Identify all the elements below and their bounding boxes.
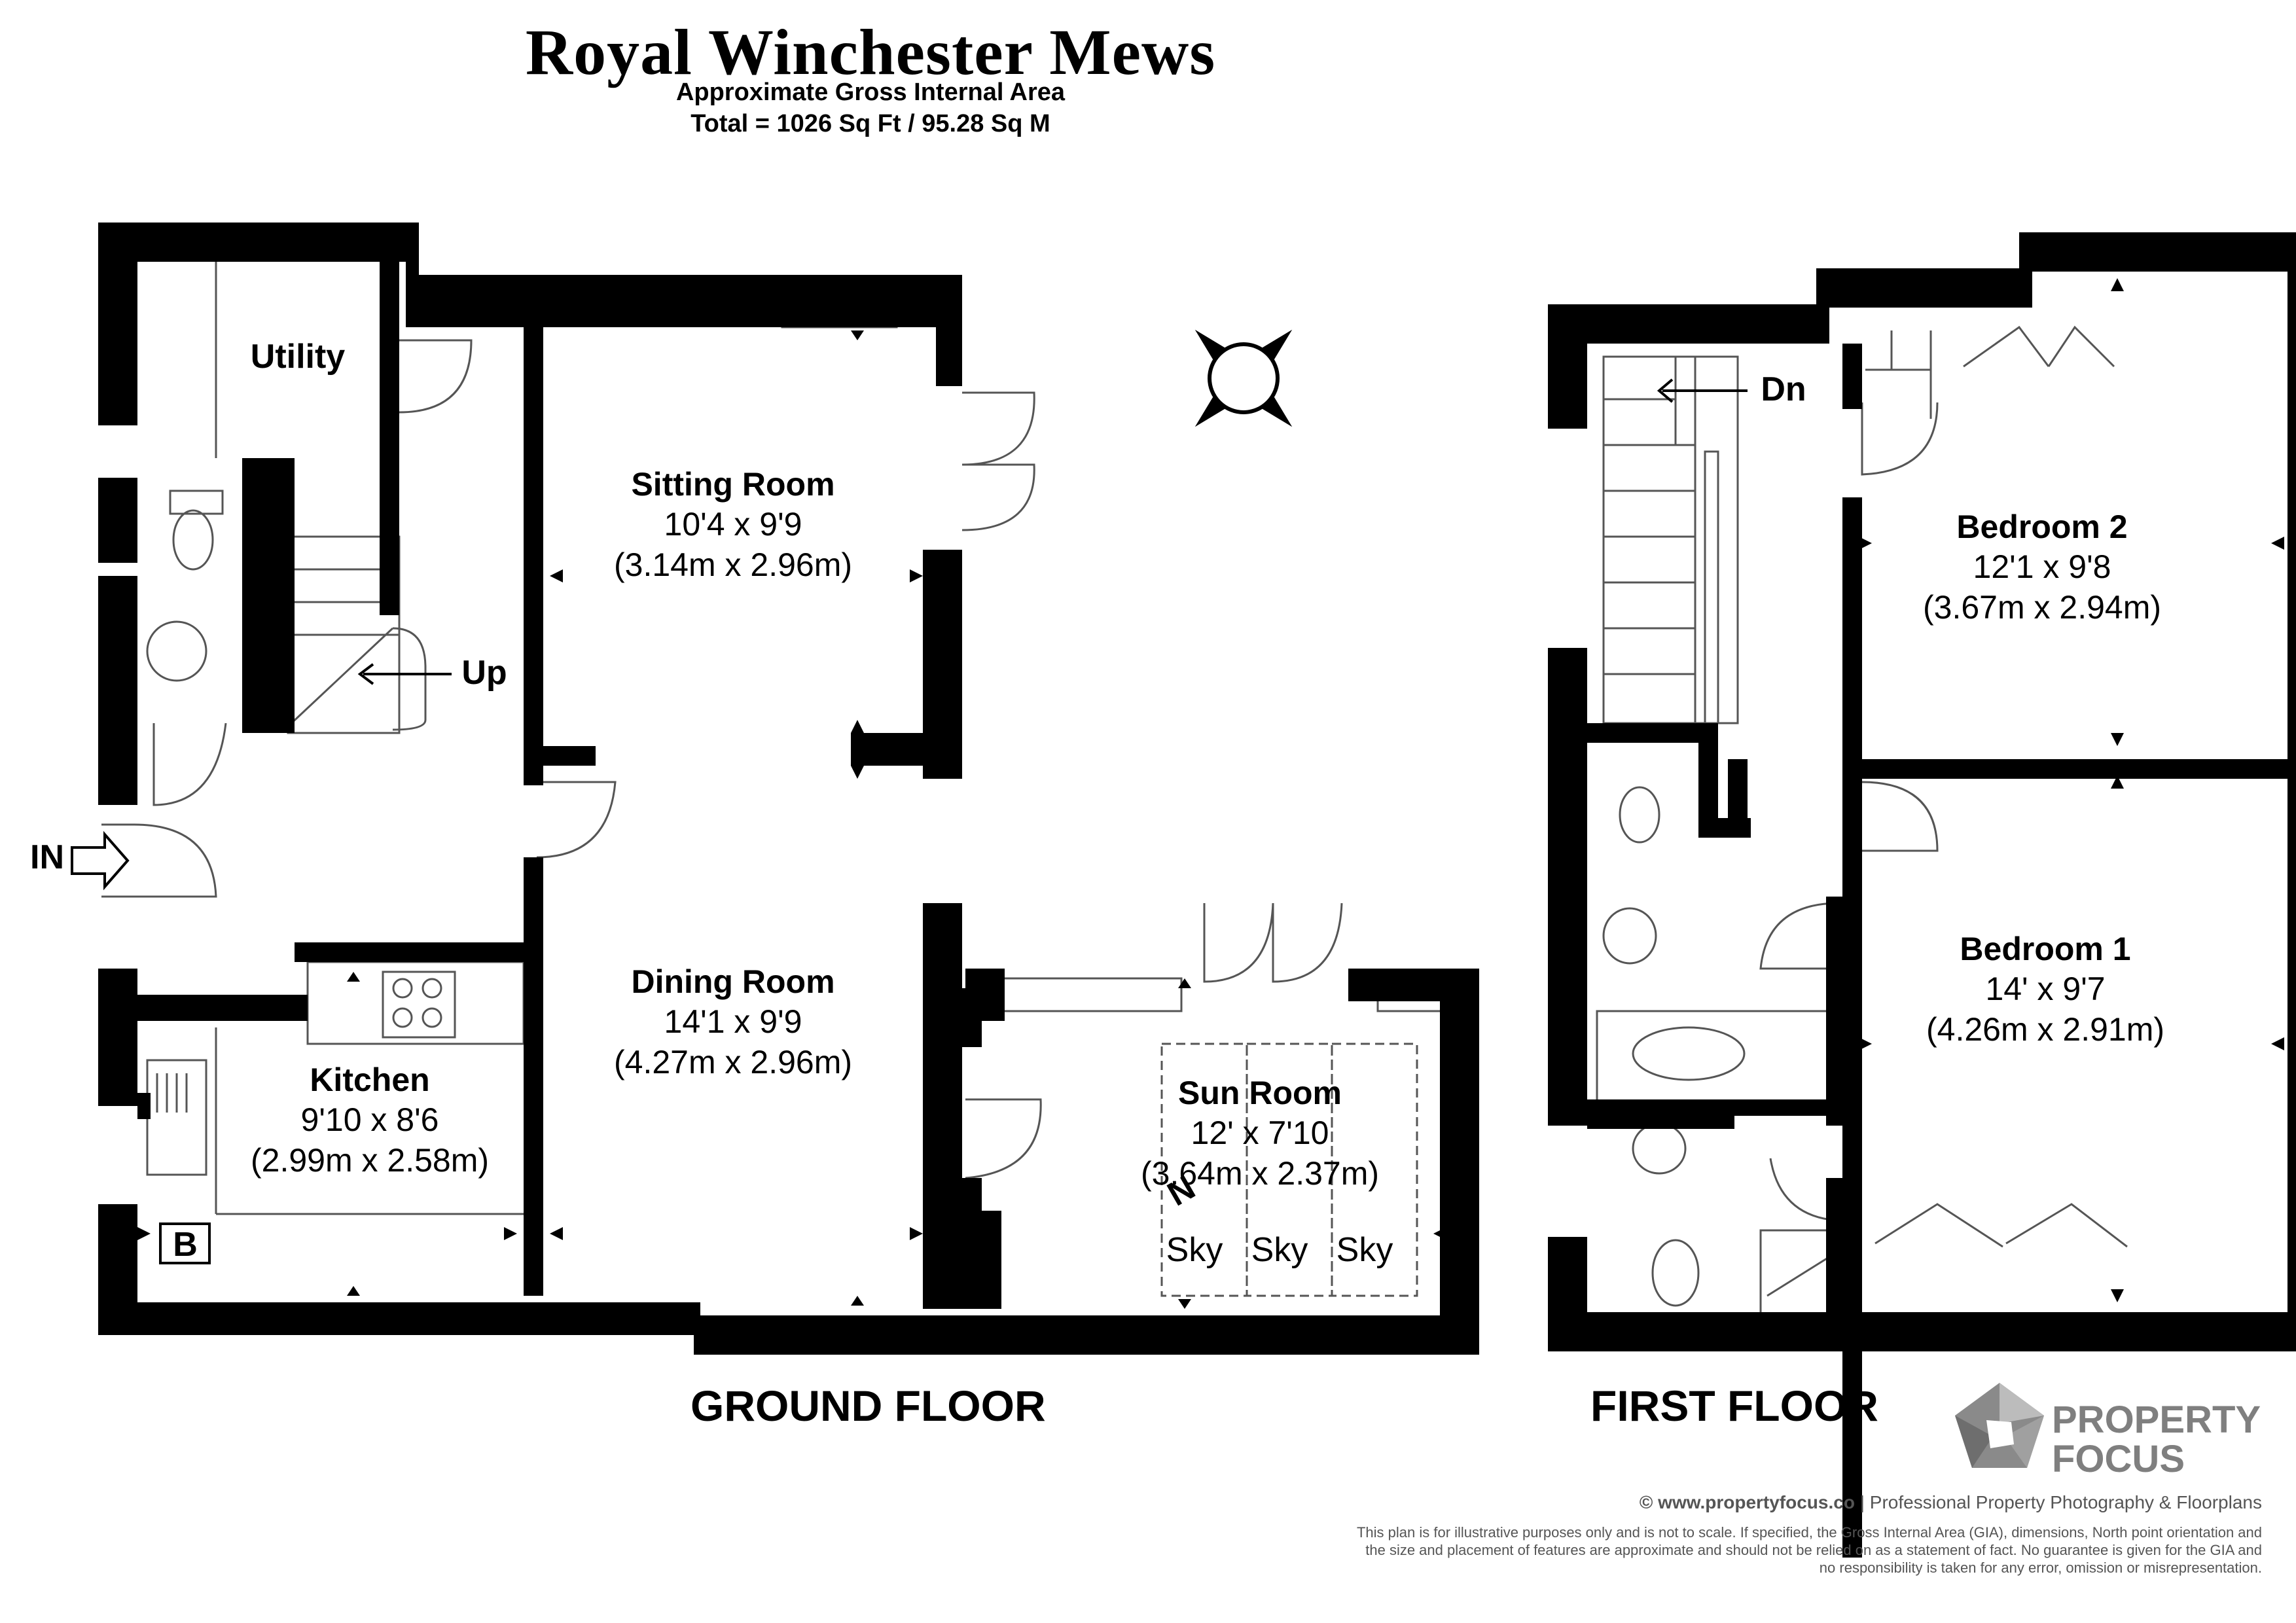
room-dim-imperial: 10'4 x 9'9 bbox=[664, 506, 802, 543]
room-dim-imperial: 12' x 7'10 bbox=[1191, 1115, 1329, 1151]
room-dim-imperial: 12'1 x 9'8 bbox=[1973, 548, 2111, 585]
footer-credit: © www.propertyfocus.co | Professional Pr… bbox=[1640, 1492, 2262, 1513]
room-name: Bedroom 1 bbox=[1960, 931, 2131, 967]
total-area: Total = 1026 Sq Ft / 95.28 Sq M bbox=[691, 110, 1050, 137]
brand-logo-icon bbox=[1955, 1383, 2044, 1468]
room-dim-imperial: 9'10 x 8'6 bbox=[300, 1101, 439, 1138]
room-bedroom1: Bedroom 1 14' x 9'7 (4.26m x 2.91m) bbox=[1926, 929, 2164, 1050]
skylight-label: Sky bbox=[1166, 1231, 1223, 1269]
compass-icon bbox=[1194, 329, 1293, 427]
room-dim-metric: (4.27m x 2.96m) bbox=[613, 1044, 853, 1080]
stairs-down-label: Dn bbox=[1761, 370, 1806, 408]
brand-line2: FOCUS bbox=[2052, 1438, 2185, 1480]
room-name: Kitchen bbox=[310, 1061, 430, 1098]
room-dim-imperial: 14' x 9'7 bbox=[1985, 971, 2106, 1007]
footer-site-link[interactable]: © www.propertyfocus.co bbox=[1639, 1492, 1855, 1512]
room-dim-metric: (4.26m x 2.91m) bbox=[1926, 1011, 2165, 1048]
room-kitchen: Kitchen 9'10 x 8'6 (2.99m x 2.58m) bbox=[251, 1060, 489, 1181]
room-dim-metric: (3.14m x 2.96m) bbox=[613, 546, 853, 583]
measurement-arrows bbox=[137, 278, 2284, 1309]
room-sitting: Sitting Room 10'4 x 9'9 (3.14m x 2.96m) bbox=[614, 465, 852, 585]
room-bedroom2: Bedroom 2 12'1 x 9'8 (3.67m x 2.94m) bbox=[1923, 507, 2161, 628]
utility-label: Utility bbox=[250, 338, 346, 376]
room-name: Sitting Room bbox=[631, 466, 835, 503]
boiler-box bbox=[159, 1222, 211, 1264]
fixtures bbox=[101, 262, 2128, 1320]
room-dim-metric: (3.64m x 2.37m) bbox=[1140, 1155, 1380, 1192]
room-sunroom: Sun Room 12' x 7'10 (3.64m x 2.37m) bbox=[1141, 1073, 1379, 1194]
room-name: Bedroom 2 bbox=[1956, 508, 2128, 545]
disclaimer-text: This plan is for illustrative purposes o… bbox=[1356, 1524, 2262, 1576]
room-dining: Dining Room 14'1 x 9'9 (4.27m x 2.96m) bbox=[614, 962, 852, 1082]
room-name: Dining Room bbox=[631, 963, 835, 1000]
footer-tagline: | Professional Property Photography & Fl… bbox=[1854, 1492, 2262, 1512]
skylight-label: Sky bbox=[1251, 1231, 1308, 1269]
brand-line1: PROPERTY bbox=[2052, 1399, 2261, 1441]
stair-arrows bbox=[357, 378, 1748, 685]
room-dim-imperial: 14'1 x 9'9 bbox=[664, 1003, 802, 1040]
stairs-up-label: Up bbox=[461, 654, 507, 692]
boiler-label: B bbox=[173, 1226, 198, 1264]
skylight-label: Sky bbox=[1336, 1231, 1393, 1269]
area-caption: Approximate Gross Internal Area bbox=[675, 79, 1066, 106]
entry-arrow-icon bbox=[71, 830, 130, 891]
plan-title: Royal Winchester Mews bbox=[525, 16, 1216, 88]
ground-floor-label: GROUND FLOOR bbox=[691, 1382, 1046, 1430]
first-floor-label: FIRST FLOOR bbox=[1590, 1382, 1878, 1430]
room-dim-metric: (3.67m x 2.94m) bbox=[1922, 589, 2162, 626]
room-name: Sun Room bbox=[1178, 1075, 1342, 1111]
walls bbox=[98, 223, 2296, 1558]
room-dim-metric: (2.99m x 2.58m) bbox=[250, 1142, 490, 1179]
brand-name: PROPERTY FOCUS bbox=[2052, 1400, 2261, 1479]
entrance-label: IN bbox=[30, 838, 64, 876]
